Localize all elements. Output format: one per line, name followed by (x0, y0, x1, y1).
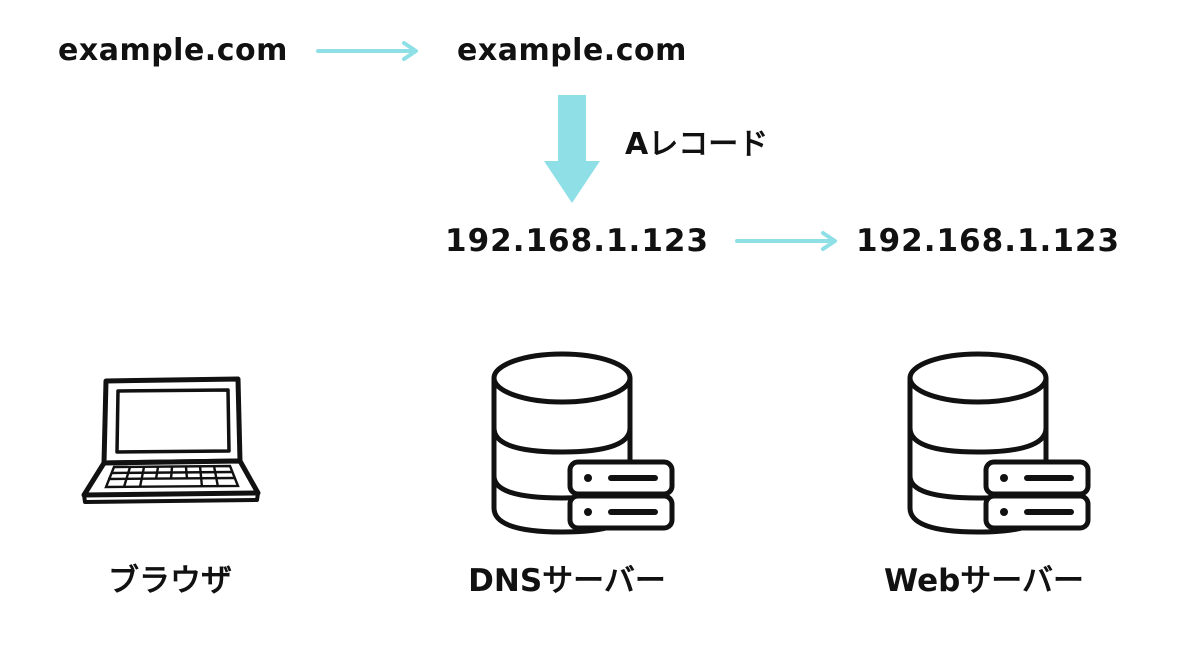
web-server-icon (907, 351, 1091, 535)
browser-label: ブラウザ (108, 563, 232, 599)
arrow-ip-right-icon (735, 231, 837, 251)
arrow-down-icon (544, 95, 600, 203)
dns-server-label: DNSサーバー (468, 563, 666, 599)
a-record-label: Aレコード (625, 127, 769, 162)
web-server-label: Webサーバー (884, 563, 1084, 599)
ip-resolved-label: 192.168.1.123 (445, 223, 710, 259)
laptop-icon (81, 376, 261, 504)
domain-source-label: example.com (58, 33, 288, 68)
dns-server-icon (491, 351, 675, 535)
arrow-domain-right-icon (316, 41, 418, 61)
ip-target-label: 192.168.1.123 (856, 223, 1121, 259)
domain-query-label: example.com (457, 33, 687, 68)
